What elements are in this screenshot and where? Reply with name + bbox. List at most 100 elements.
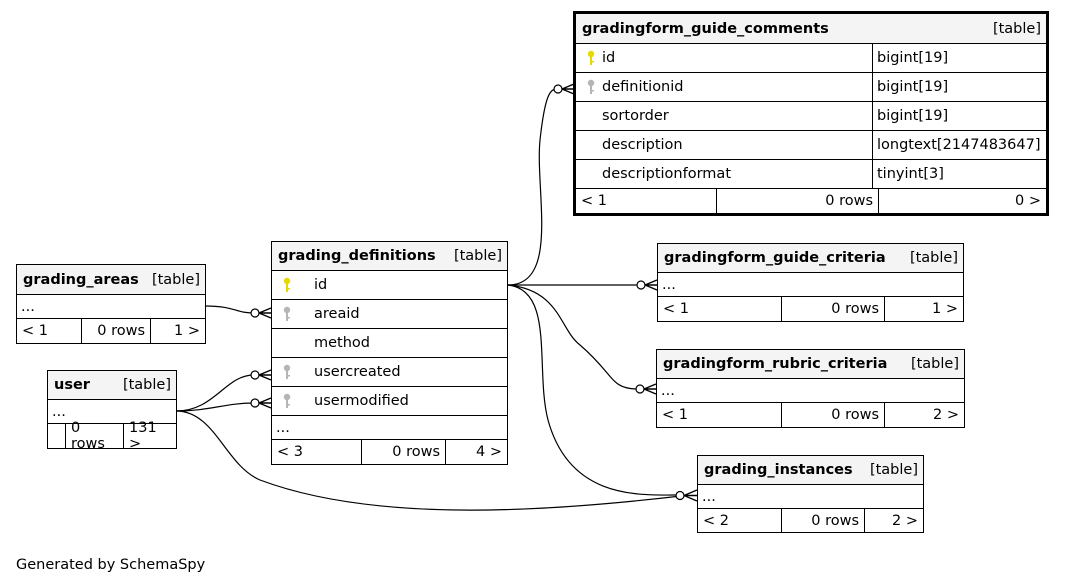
edge-end-circle xyxy=(675,490,685,501)
table-type: [table] xyxy=(992,20,1041,37)
parents-link[interactable]: < 1 xyxy=(22,323,48,339)
crow-foot xyxy=(561,83,575,95)
column-row[interactable]: descriptionformat tinyint[3] xyxy=(576,160,1046,189)
edge-areas-to-definitions xyxy=(204,305,255,314)
edge-user-to-instances xyxy=(175,410,682,511)
table-gradingform-guide-comments[interactable]: gradingform_guide_comments [table] id bi… xyxy=(573,11,1049,216)
parents-link[interactable]: < 2 xyxy=(703,512,729,529)
column-name: usermodified xyxy=(314,393,409,409)
edge-end-circle xyxy=(553,84,563,94)
row-count: 0 rows xyxy=(361,440,445,464)
table-name: grading_definitions xyxy=(278,248,436,264)
table-type: [table] xyxy=(453,248,502,264)
children-link[interactable]: 2 > xyxy=(884,403,964,427)
edge-end-circle xyxy=(250,370,260,380)
parents-link[interactable] xyxy=(48,424,65,448)
table-name: grading_instances xyxy=(704,462,853,478)
table-user[interactable]: user [table] ... 0 rows 131 > xyxy=(47,370,177,452)
column-name: method xyxy=(314,335,370,351)
children-link[interactable]: 4 > xyxy=(445,440,507,464)
crow-foot xyxy=(258,307,272,319)
edge-end-circle xyxy=(635,384,645,394)
row-count: 0 rows xyxy=(781,297,884,321)
column-name: definitionid xyxy=(602,79,684,95)
table-footer: 0 rows 131 > xyxy=(48,420,176,452)
column-type: bigint[19] xyxy=(872,44,1046,72)
edge-definitions-to-instances xyxy=(507,284,680,496)
table-footer: < 1 0 rows 1 > xyxy=(17,319,205,343)
column-row[interactable]: method xyxy=(272,329,507,358)
parents-link[interactable]: < 1 xyxy=(663,301,689,317)
more-columns: ... xyxy=(657,379,964,403)
more-columns: ... xyxy=(48,400,176,424)
crow-foot xyxy=(258,397,272,409)
table-name: user xyxy=(54,377,90,393)
table-header: grading_areas [table] xyxy=(17,265,205,295)
column-type: longtext[2147483647] xyxy=(872,131,1046,159)
edge-definitions-to-guide-comments xyxy=(507,88,558,286)
table-footer: < 1 0 rows 2 > xyxy=(657,403,964,427)
parents-link[interactable]: < 3 xyxy=(277,444,303,460)
column-name: sortorder xyxy=(602,108,669,124)
column-row[interactable]: id bigint[19] xyxy=(576,44,1046,73)
column-row[interactable]: areaid xyxy=(272,300,507,329)
table-name: grading_areas xyxy=(23,271,139,288)
crow-foot xyxy=(644,279,658,291)
key-icon xyxy=(274,277,300,293)
children-link[interactable]: 1 > xyxy=(150,319,205,343)
table-grading-instances[interactable]: grading_instances [table] ... < 2 0 rows… xyxy=(697,455,924,533)
column-name: id xyxy=(602,50,616,66)
column-row[interactable]: definitionid bigint[19] xyxy=(576,73,1046,102)
table-grading-definitions[interactable]: grading_definitions [table] id areaid me… xyxy=(271,241,508,465)
table-type: [table] xyxy=(909,250,958,266)
column-row[interactable]: usercreated xyxy=(272,358,507,387)
row-count: 0 rows xyxy=(65,420,123,452)
column-name: descriptionformat xyxy=(602,166,731,182)
table-name: gradingform_guide_criteria xyxy=(664,250,886,266)
row-count: 0 rows xyxy=(716,189,878,213)
table-type: [table] xyxy=(910,356,959,372)
row-count: 0 rows xyxy=(781,509,864,532)
edge-end-circle xyxy=(636,280,646,290)
more-columns: ... xyxy=(698,485,923,509)
table-type: [table] xyxy=(122,377,171,393)
parents-link[interactable]: < 1 xyxy=(662,407,688,423)
column-row[interactable]: description longtext[2147483647] xyxy=(576,131,1046,160)
parents-link[interactable]: < 1 xyxy=(581,193,607,209)
table-gradingform-guide-criteria[interactable]: gradingform_guide_criteria [table] ... <… xyxy=(657,243,964,322)
children-link[interactable]: 131 > xyxy=(123,420,176,452)
key-icon xyxy=(274,393,300,409)
table-header: gradingform_guide_criteria [table] xyxy=(658,244,963,273)
children-link[interactable]: 2 > xyxy=(864,509,923,532)
column-row[interactable]: usermodified xyxy=(272,387,507,416)
edge-definitions-to-rubric-criteria xyxy=(507,284,639,390)
crow-foot xyxy=(643,383,657,395)
children-link[interactable]: 0 > xyxy=(878,189,1046,213)
key-icon xyxy=(580,79,602,95)
table-gradingform-rubric-criteria[interactable]: gradingform_rubric_criteria [table] ... … xyxy=(656,349,965,428)
column-name: areaid xyxy=(314,306,360,322)
row-count: 0 rows xyxy=(81,319,150,343)
table-footer: < 3 0 rows 4 > xyxy=(272,440,507,464)
crow-foot xyxy=(683,489,698,502)
children-link[interactable]: 1 > xyxy=(884,297,963,321)
table-type: [table] xyxy=(869,462,918,478)
column-name: description xyxy=(602,137,683,153)
edge-end-circle xyxy=(250,308,260,318)
table-name: gradingform_rubric_criteria xyxy=(663,356,888,372)
column-row[interactable]: id xyxy=(272,271,507,300)
more-columns: ... xyxy=(272,416,507,440)
edge-user-to-usermodified xyxy=(175,402,255,412)
table-grading-areas[interactable]: grading_areas [table] ... < 1 0 rows 1 > xyxy=(16,264,206,344)
more-columns: ... xyxy=(17,295,205,319)
column-row[interactable]: sortorder bigint[19] xyxy=(576,102,1046,131)
more-columns: ... xyxy=(658,273,963,297)
table-name: gradingform_guide_comments xyxy=(582,20,829,37)
column-type: bigint[19] xyxy=(872,73,1046,101)
table-footer: < 1 0 rows 0 > xyxy=(576,189,1046,213)
column-type: bigint[19] xyxy=(872,102,1046,130)
table-header: user [table] xyxy=(48,371,176,400)
key-icon xyxy=(274,364,300,380)
table-footer: < 2 0 rows 2 > xyxy=(698,509,923,532)
generated-by-label: Generated by SchemaSpy xyxy=(16,557,206,573)
